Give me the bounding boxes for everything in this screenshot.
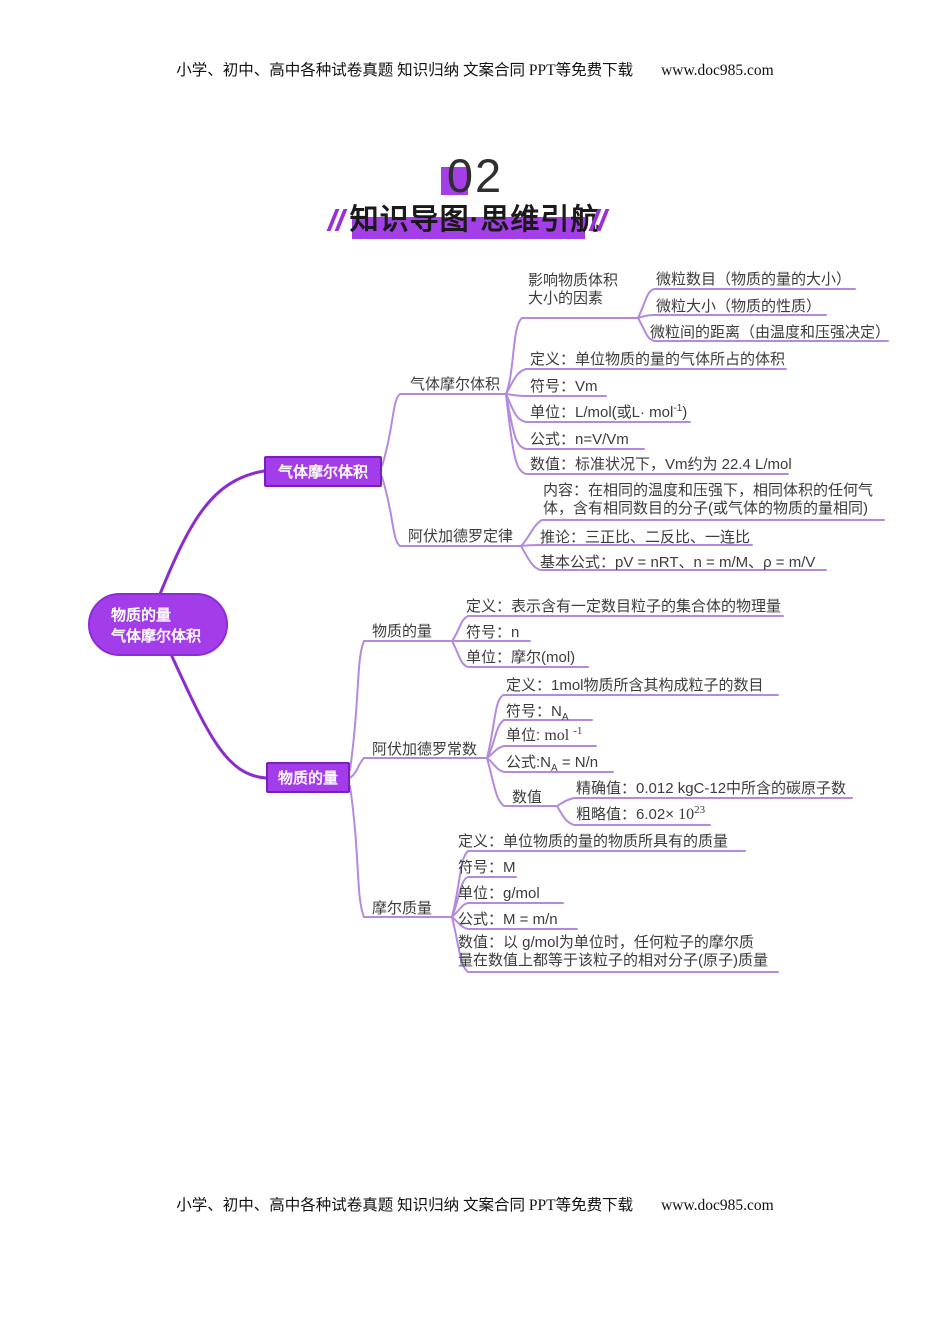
node-molar-mass-value: 数值：以 g/mol为单位时，任何粒子的摩尔质 量在数值上都等于该粒子的相对分子…	[458, 934, 768, 969]
node-molar-mass-unit: 单位：g/mol	[458, 885, 540, 902]
node-gmv-sublabel: 气体摩尔体积	[410, 376, 501, 393]
section-number-square	[441, 167, 468, 195]
node-gmv-definition: 定义：单位物质的量的气体所占的体积	[530, 351, 786, 368]
node-constant-symbol: 符号：NA	[506, 703, 569, 723]
node-gmv-formula: 公式：n=V/Vm	[530, 431, 629, 448]
node-law-content: 内容：在相同的温度和压强下，相同体积的任何气 体，含有相同数目的分子(或气体的物…	[543, 482, 874, 517]
node-amount-label: 物质的量	[372, 623, 433, 640]
branch-gas-molar-volume: 气体摩尔体积	[264, 456, 382, 487]
node-factor-particle-distance: 微粒间的距离（由温度和压强决定）	[650, 324, 891, 341]
node-constant-approx-value: 粗略值：6.02× 1023	[576, 804, 706, 824]
node-molar-mass-label: 摩尔质量	[372, 900, 433, 917]
node-law-corollary: 推论：三正比、二反比、一连比	[540, 529, 751, 546]
section-number: 02	[446, 149, 504, 202]
header-url-link[interactable]: www.doc985.com	[661, 62, 774, 79]
footer-text: 小学、初中、高中各种试卷真题 知识归纳 文案合同 PPT等免费下载	[176, 1197, 634, 1214]
node-gmv-unit: 单位：L/mol(或L· mol-1)	[530, 403, 688, 422]
node-amount-symbol: 符号：n	[466, 624, 520, 641]
node-constant-formula: 公式:NA = N/n	[506, 754, 599, 774]
section-title: 知识导图·思维引航	[349, 204, 601, 236]
node-molar-mass-formula: 公式：M = m/n	[458, 911, 558, 928]
node-amount-definition: 定义：表示含有一定数目粒子的集合体的物理量	[466, 598, 782, 615]
root-node-line2: 气体摩尔体积	[111, 628, 202, 645]
section-title-block: 知识导图·思维引航	[0, 196, 950, 242]
node-law-formulas: 基本公式：pV = nRT、n = m/M、ρ = m/V	[540, 554, 816, 571]
page-footer: 小学、初中、高中各种试卷真题 知识归纳 文案合同 PPT等免费下载 www.doc…	[0, 1193, 950, 1215]
header-text: 小学、初中、高中各种试卷真题 知识归纳 文案合同 PPT等免费下载	[176, 62, 634, 79]
branch-amount-of-substance: 物质的量	[266, 762, 350, 793]
page-header: 小学、初中、高中各种试卷真题 知识归纳 文案合同 PPT等免费下载 www.doc…	[0, 58, 950, 80]
node-constant-unit: 单位: mol -1	[506, 725, 583, 745]
node-amount-unit: 单位：摩尔(mol)	[466, 649, 576, 666]
footer-url-link[interactable]: www.doc985.com	[661, 1197, 774, 1214]
node-constant-definition: 定义：1mol物质所含其构成粒子的数目	[506, 677, 764, 694]
node-gmv-symbol: 符号：Vm	[530, 378, 598, 395]
node-constant-exact-value: 精确值：0.012 kgC-12中所含的碳原子数	[576, 780, 847, 797]
double-slash-icon	[588, 209, 609, 236]
double-slash-icon	[326, 209, 347, 236]
root-node-line1: 物质的量	[111, 607, 172, 624]
root-node: 物质的量 气体摩尔体积	[88, 593, 228, 656]
node-factor-particle-size: 微粒大小（物质的性质）	[656, 298, 822, 315]
section-title-highlight-bar	[352, 217, 585, 239]
node-molar-mass-definition: 定义：单位物质的量的物质所具有的质量	[458, 833, 729, 850]
node-constant-value-label: 数值	[512, 789, 543, 806]
node-constant-label: 阿伏加德罗常数	[372, 741, 478, 758]
node-factors-label: 影响物质体积 大小的因素	[528, 272, 619, 307]
node-gmv-value: 数值：标准状况下，Vm约为 22.4 L/mol	[530, 456, 792, 473]
node-molar-mass-symbol: 符号：M	[458, 859, 516, 876]
node-factor-particle-number: 微粒数目（物质的量的大小）	[656, 271, 852, 288]
node-avogadro-law-label: 阿伏加德罗定律	[408, 528, 514, 545]
